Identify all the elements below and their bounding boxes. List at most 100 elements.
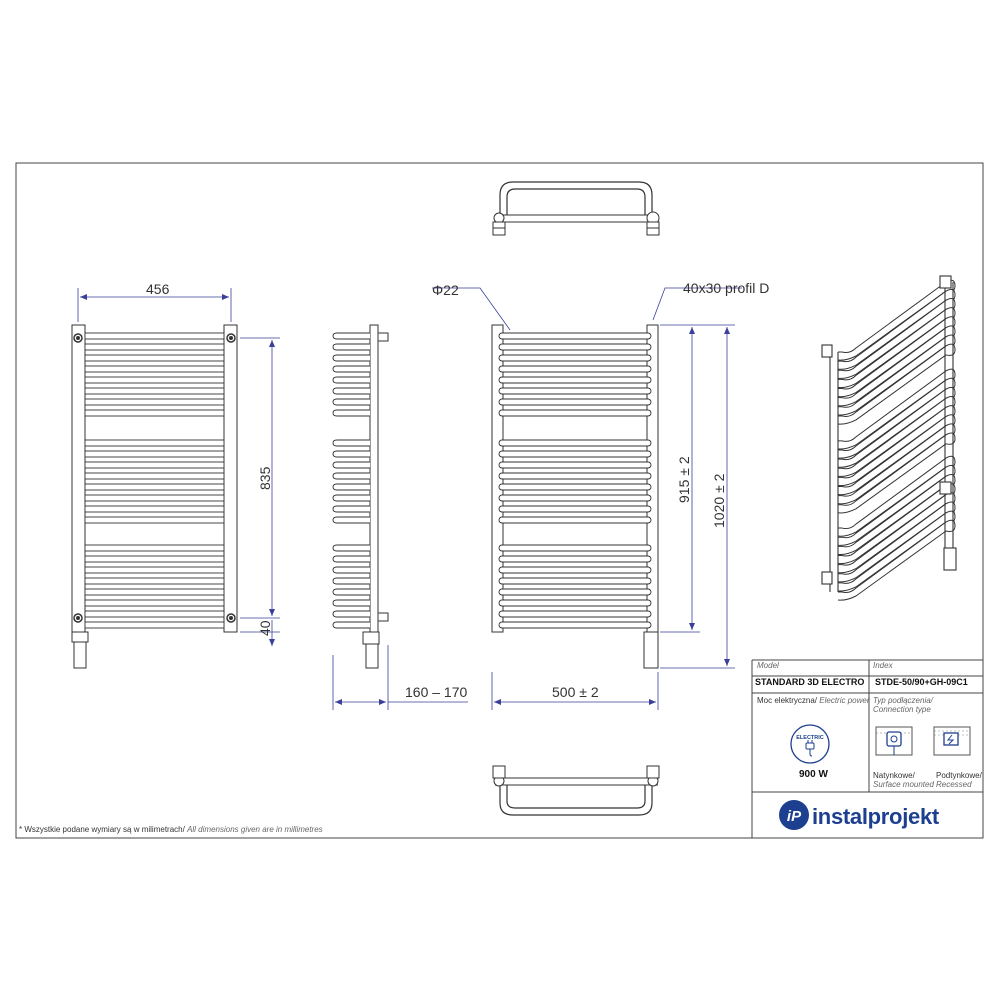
connection-label-en: Connection type <box>873 705 931 714</box>
main-bar <box>498 483 652 491</box>
front-bar <box>84 439 225 447</box>
main-bar <box>498 588 652 596</box>
instalprojekt-logo-icon: iP <box>779 800 809 830</box>
front-bar <box>84 409 225 417</box>
side-bar <box>332 365 370 373</box>
front-bar <box>84 494 225 502</box>
isometric-view <box>821 275 957 601</box>
title-block <box>751 659 983 838</box>
top-view <box>492 181 660 236</box>
side-bar <box>332 398 370 406</box>
side-bar <box>332 439 370 447</box>
front-bar <box>84 566 225 574</box>
iso-bar <box>837 492 956 574</box>
front-view <box>71 324 238 669</box>
power-value: 900 W <box>799 769 828 780</box>
main-bar <box>498 343 652 351</box>
main-bar <box>498 376 652 384</box>
front-bar <box>84 398 225 406</box>
side-dimensions <box>332 645 468 710</box>
footnote: * Wszystkie podane wymiary są w milimetr… <box>19 825 323 834</box>
iso-bar <box>837 510 956 592</box>
side-bar <box>332 599 370 607</box>
main-front-view <box>491 324 659 669</box>
iso-bar <box>837 386 956 468</box>
iso-bar <box>837 464 956 546</box>
main-bar <box>498 461 652 469</box>
side-bar <box>332 483 370 491</box>
main-bar <box>498 450 652 458</box>
dim-tube-diameter: Φ22 <box>432 282 459 298</box>
iso-bar <box>837 288 956 370</box>
surface-outlet-icon <box>875 726 913 756</box>
front-bar <box>84 544 225 552</box>
svg-text:iP: iP <box>787 808 802 825</box>
main-bar <box>498 365 652 373</box>
side-bar <box>332 588 370 596</box>
svg-text:ELECTRIC: ELECTRIC <box>796 735 824 741</box>
connection-label: Typ podłączenia/ <box>873 696 933 705</box>
front-bar <box>84 472 225 480</box>
power-label: Moc elektryczna/ Electric power <box>757 696 870 705</box>
front-bar <box>84 365 225 373</box>
iso-bar <box>837 368 956 450</box>
main-bar <box>498 544 652 552</box>
front-bar <box>84 332 225 340</box>
side-bar <box>332 450 370 458</box>
front-bar <box>84 387 225 395</box>
front-bar <box>84 577 225 585</box>
main-bar <box>498 409 652 417</box>
recessed-label: Podtynkowe/ <box>936 771 982 780</box>
main-bar <box>498 439 652 447</box>
main-bar <box>498 354 652 362</box>
side-bar <box>332 566 370 574</box>
main-bar <box>498 599 652 607</box>
iso-bar <box>837 414 956 496</box>
dim-height-axis: 915 ± 2 <box>676 456 692 503</box>
iso-bar <box>837 432 956 514</box>
front-bar <box>84 376 225 384</box>
dim-front-width: 456 <box>146 281 170 297</box>
iso-bar <box>837 316 956 398</box>
dim-height-total: 1020 ± 2 <box>711 473 727 528</box>
side-bar <box>332 555 370 563</box>
dim-side-depth: 160 – 170 <box>405 684 467 700</box>
surface-mounted-label-en: Surface mounted <box>873 780 934 789</box>
iso-bar <box>837 297 956 379</box>
side-view <box>332 324 389 669</box>
front-bar <box>84 621 225 629</box>
iso-bar <box>837 455 956 537</box>
side-bar <box>332 343 370 351</box>
side-bar <box>332 544 370 552</box>
side-bar <box>332 494 370 502</box>
side-bar <box>332 577 370 585</box>
front-bar <box>84 505 225 513</box>
iso-bar <box>837 405 956 487</box>
front-bar <box>84 450 225 458</box>
side-bar <box>332 387 370 395</box>
iso-bar <box>837 474 956 555</box>
main-bar <box>498 516 652 524</box>
recessed-outlet-icon <box>933 726 971 756</box>
iso-bar <box>837 279 956 361</box>
sheet-border <box>15 162 984 839</box>
main-bar <box>498 387 652 395</box>
index-label: Index <box>873 661 893 670</box>
recessed-label-en: Recessed <box>936 780 972 789</box>
main-bar <box>498 566 652 574</box>
side-bar <box>332 409 370 417</box>
dim-front-height: 835 <box>257 466 273 490</box>
iso-bar <box>837 343 956 425</box>
index-value: STDE-50/90+GH-09C1 <box>875 677 968 687</box>
dim-front-bottom: 40 <box>257 620 273 636</box>
main-bar <box>498 332 652 340</box>
front-bar <box>84 610 225 618</box>
main-bar <box>498 577 652 585</box>
front-bar <box>84 516 225 524</box>
main-bar <box>498 555 652 563</box>
front-bar <box>84 461 225 469</box>
main-dimensions <box>432 287 742 710</box>
iso-bar <box>837 423 956 505</box>
electric-plug-icon: ELECTRIC <box>790 724 830 764</box>
